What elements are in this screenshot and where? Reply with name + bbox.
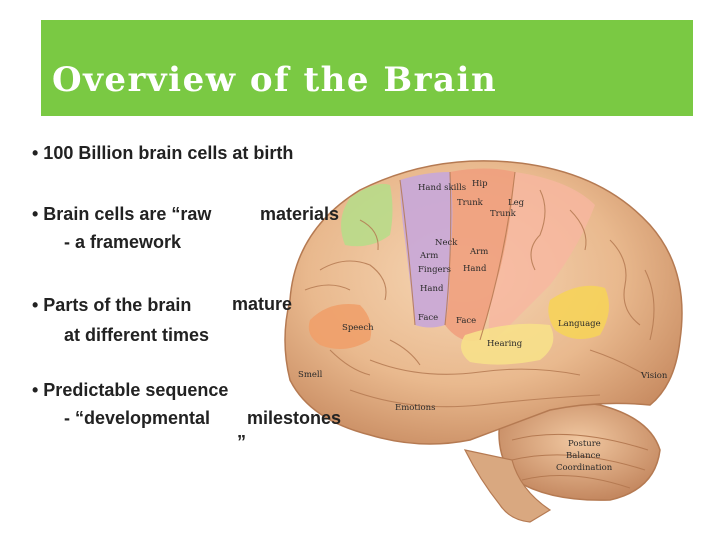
- label-language: Language: [558, 319, 601, 329]
- label-speech: Speech: [342, 323, 374, 333]
- label-hand-left: Hand: [420, 284, 444, 294]
- bullet-parts-brain-a: • Parts of the brain: [32, 295, 192, 315]
- label-vision: Vision: [640, 371, 668, 381]
- brain-illustration: Hand skills Hip Trunk Leg Trunk Neck Arm…: [284, 160, 683, 523]
- label-arm-right: Arm: [469, 247, 488, 257]
- label-face-left: Face: [418, 313, 438, 323]
- label-arm-left: Arm: [419, 251, 438, 261]
- bullet-parts-brain-b: mature: [232, 294, 293, 314]
- label-balance: Balance: [566, 451, 600, 461]
- label-neck: Neck: [435, 238, 458, 248]
- label-leg: Leg: [508, 198, 525, 208]
- label-hearing: Hearing: [487, 339, 523, 349]
- bullet-different-times: at different times: [64, 325, 210, 345]
- label-smell: Smell: [298, 370, 323, 380]
- bullet-developmental: - “developmental: [64, 408, 211, 428]
- bullet-close-quote: ”: [237, 432, 246, 452]
- label-emotions: Emotions: [395, 403, 435, 413]
- label-coordination: Coordination: [556, 463, 613, 473]
- title-bar: [41, 20, 693, 116]
- label-trunk-2: Trunk: [490, 209, 517, 219]
- bullet-milestones: milestones: [247, 408, 342, 428]
- label-hand-skills: Hand skills: [418, 183, 466, 193]
- bullet-predictable-sequence: • Predictable sequence: [32, 380, 229, 400]
- label-trunk-top: Trunk: [457, 198, 484, 208]
- label-posture: Posture: [568, 439, 601, 449]
- label-fingers: Fingers: [418, 265, 451, 275]
- label-face-right: Face: [456, 316, 476, 326]
- label-hip: Hip: [472, 179, 488, 189]
- slide-title: Overview of the Brain: [52, 60, 498, 100]
- bullet-framework: - a framework: [64, 232, 182, 252]
- bullet-brain-cells: • 100 Billion brain cells at birth: [32, 143, 294, 163]
- bullet-raw-materials-b: materials: [260, 204, 340, 224]
- bullet-raw-materials-a: • Brain cells are “raw: [32, 204, 212, 224]
- label-hand-mid: Hand: [463, 264, 487, 274]
